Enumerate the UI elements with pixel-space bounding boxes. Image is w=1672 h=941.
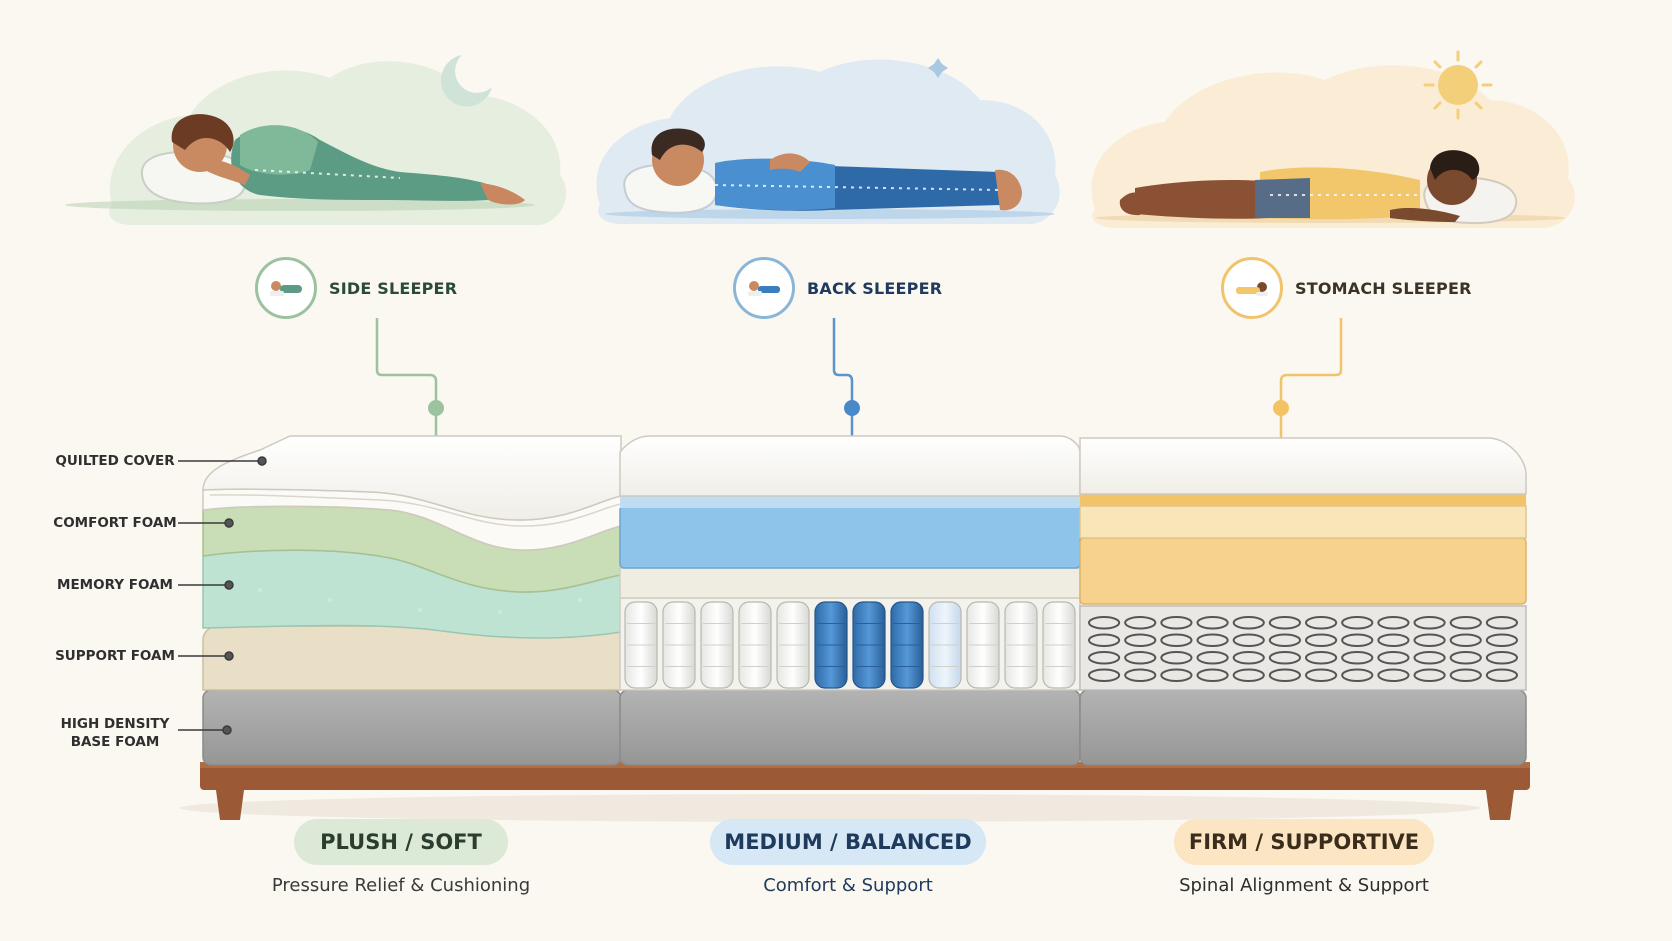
spring-coil <box>1124 651 1157 665</box>
spring-coil <box>1449 616 1482 630</box>
spring-coil <box>1088 616 1121 630</box>
spring-coil <box>1413 633 1446 647</box>
layer-label-comfort-foam: COMFORT FOAM <box>53 515 177 531</box>
spring-coil <box>1377 651 1410 665</box>
spring-coil <box>1124 616 1157 630</box>
spring-coil <box>1485 668 1518 682</box>
spring-coil <box>1485 616 1518 630</box>
sleeper-label: BACK SLEEPER <box>807 278 943 298</box>
sleeper-label: STOMACH SLEEPER <box>1295 278 1472 298</box>
firmness-plush: PLUSH / SOFT <box>294 819 508 865</box>
layer-label-base-foam: HIGH DENSITY BASE FOAM <box>60 716 170 750</box>
moon-icon <box>440 55 492 107</box>
spring-coil <box>1196 633 1229 647</box>
sleeper-stomach: STOMACH SLEEPER <box>1221 257 1472 319</box>
layer-label-quilted-cover: QUILTED COVER <box>55 453 175 469</box>
stomach-sleeper-icon <box>1221 257 1283 319</box>
spring-coil <box>1232 616 1265 630</box>
spring-coil <box>1160 668 1193 682</box>
back-sleeper-scene <box>596 58 1060 224</box>
spring-coil <box>1341 616 1374 630</box>
layer-label-support-foam: SUPPORT FOAM <box>55 648 175 664</box>
spring-coil <box>1449 668 1482 682</box>
spring-coil <box>1305 668 1338 682</box>
firmness-firm-subtitle: Spinal Alignment & Support <box>1179 875 1429 896</box>
spring-coil <box>1485 633 1518 647</box>
spring-coil <box>1196 616 1229 630</box>
sleeper-back: BACK SLEEPER <box>733 257 942 319</box>
firmness-medium: MEDIUM / BALANCED <box>710 819 986 865</box>
spring-coil <box>1160 651 1193 665</box>
spring-coil <box>1268 668 1301 682</box>
medium-mattress-section <box>619 435 1081 766</box>
spring-coil <box>1160 633 1193 647</box>
star-icon <box>928 58 948 78</box>
side-sleeper-scene <box>65 55 567 226</box>
innerspring-coils <box>1088 616 1518 682</box>
firmness-medium-subtitle: Comfort & Support <box>763 875 933 896</box>
spring-coil <box>1124 668 1157 682</box>
bed-frame <box>180 762 1530 822</box>
spring-coil <box>1377 668 1410 682</box>
spring-coil <box>1232 633 1265 647</box>
stomach-sleeper-scene <box>1091 50 1575 228</box>
spring-coil <box>1124 633 1157 647</box>
pocket-coils <box>624 601 1076 689</box>
spring-coil <box>1088 651 1121 665</box>
firmness-firm: FIRM / SUPPORTIVE <box>1174 819 1434 865</box>
spring-coil <box>1268 616 1301 630</box>
spring-coil <box>1341 668 1374 682</box>
spring-coil <box>1268 633 1301 647</box>
sleeper-side: SIDE SLEEPER <box>255 257 457 319</box>
firm-mattress-section <box>1079 437 1527 766</box>
spring-coil <box>1305 651 1338 665</box>
spring-coil <box>1449 651 1482 665</box>
spring-coil <box>1232 651 1265 665</box>
spring-coil <box>1413 616 1446 630</box>
spring-coil <box>1341 633 1374 647</box>
spring-coil <box>1160 616 1193 630</box>
layer-label-memory-foam: MEMORY FOAM <box>57 577 173 593</box>
spring-coil <box>1305 616 1338 630</box>
layer-leaders <box>178 456 267 735</box>
spring-coil <box>1232 668 1265 682</box>
sleeper-label: SIDE SLEEPER <box>329 278 458 298</box>
spring-coil <box>1305 633 1338 647</box>
firmness-plush-subtitle: Pressure Relief & Cushioning <box>271 875 531 896</box>
spring-coil <box>1377 616 1410 630</box>
spring-coil <box>1485 651 1518 665</box>
soft-mattress-section <box>202 435 622 766</box>
spring-coil <box>1413 668 1446 682</box>
side-sleeper-icon <box>255 257 317 319</box>
spring-coil <box>1196 668 1229 682</box>
spring-coil <box>1413 651 1446 665</box>
spring-coil <box>1377 633 1410 647</box>
spring-coil <box>1196 651 1229 665</box>
spring-coil <box>1268 651 1301 665</box>
back-sleeper-icon <box>733 257 795 319</box>
spring-coil <box>1341 651 1374 665</box>
spring-coil <box>1088 633 1121 647</box>
spring-coil <box>1449 633 1482 647</box>
spring-coil <box>1088 668 1121 682</box>
sun-icon <box>1423 50 1493 120</box>
